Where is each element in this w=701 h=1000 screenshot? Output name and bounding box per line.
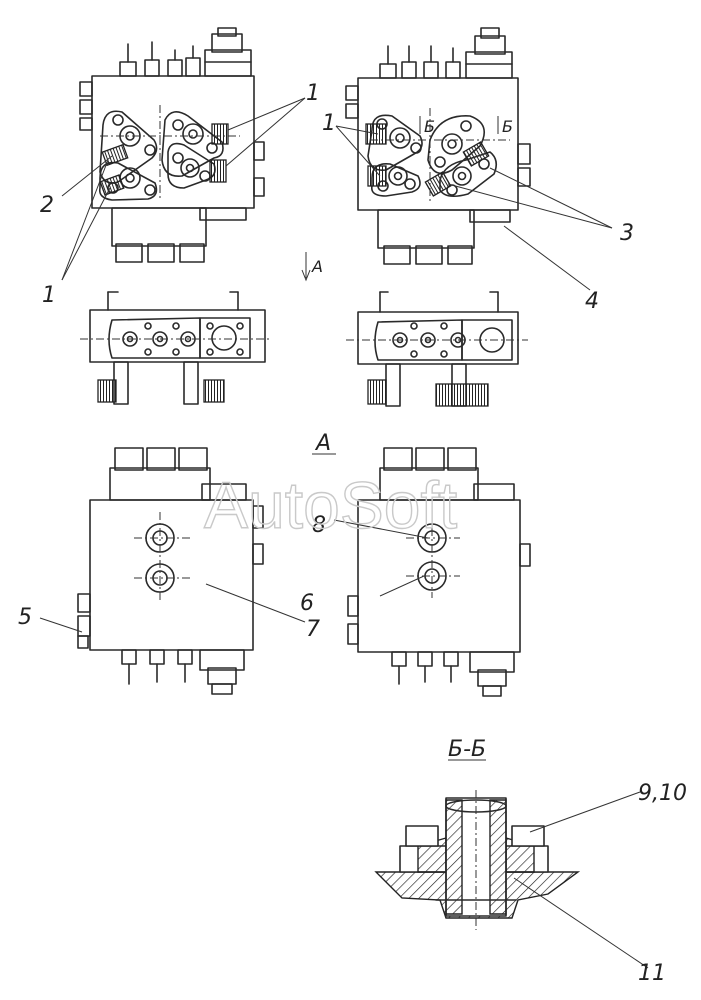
middle-left-view [80, 291, 270, 405]
label-6: 6 [300, 591, 314, 616]
label-1-right: 1 [322, 111, 336, 136]
section-mark-left: Б [424, 117, 435, 136]
label-1-left-bottom: 1 [42, 283, 56, 308]
view-a-title: А [314, 431, 331, 456]
label-5: 5 [18, 605, 32, 630]
label-2: 2 [40, 193, 54, 218]
view-a-right [347, 447, 531, 697]
section-b-b [374, 790, 581, 930]
section-mark-right: Б [502, 117, 513, 136]
label-11: 11 [638, 961, 666, 986]
label-9-10: 9,10 [638, 781, 687, 806]
middle-right-view [346, 291, 528, 407]
view-a-left [77, 447, 264, 695]
label-7: 7 [306, 617, 320, 642]
label-4: 4 [585, 289, 599, 314]
view-a-arrow-label: А [311, 257, 323, 276]
section-title: Б-Б [448, 737, 486, 762]
leader-lines [39, 97, 649, 969]
top-right-view [345, 27, 531, 265]
watermark: AutoSoft [204, 468, 457, 542]
label-3: 3 [620, 221, 634, 246]
label-8: 8 [312, 513, 326, 538]
label-1-top: 1 [306, 81, 320, 106]
top-left-view [79, 27, 265, 263]
callout-labels: 1 1 2 1 3 4 5 7 8 6 9,10 11 А А Б Б Б-Б [18, 81, 687, 986]
